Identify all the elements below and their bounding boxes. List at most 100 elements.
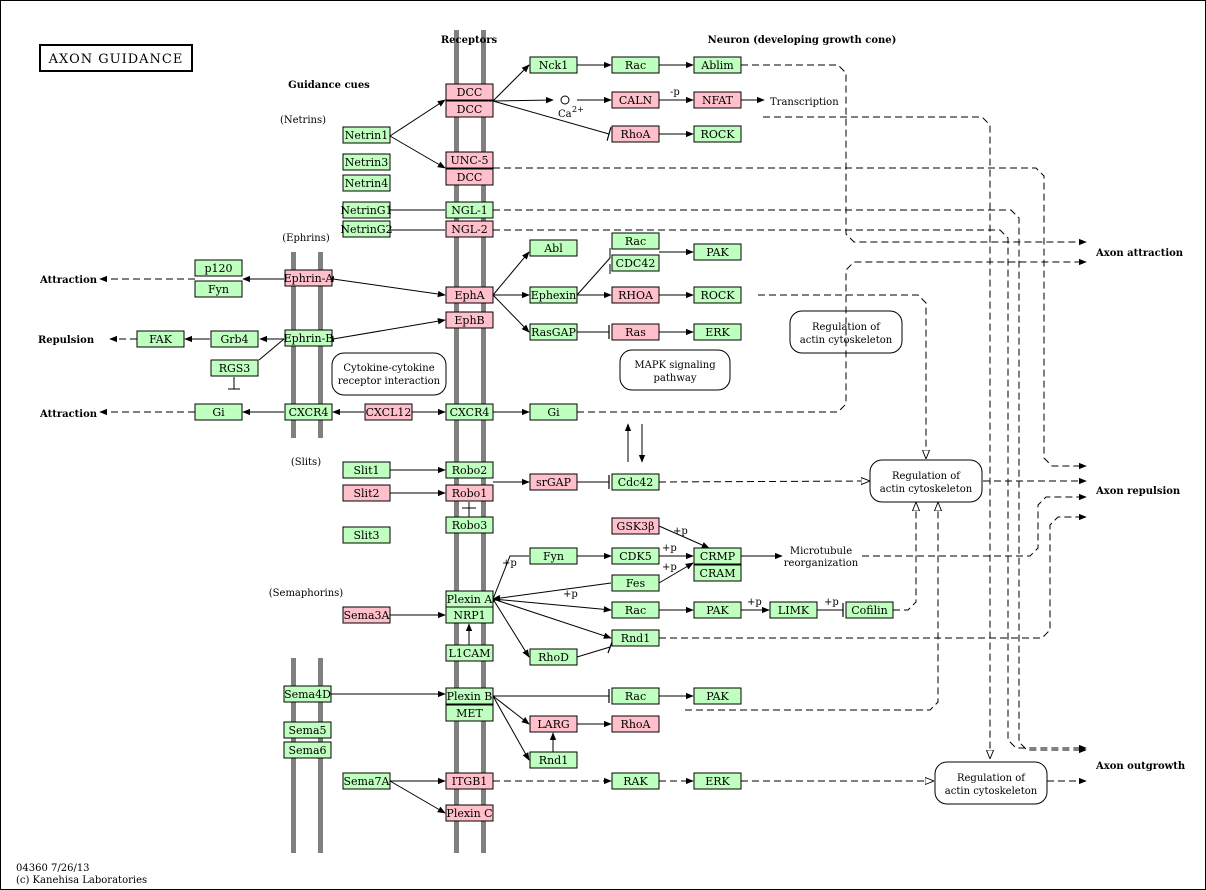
gene-sema3a[interactable]: Sema3A: [342, 606, 391, 624]
gene-box-ephexin[interactable]: [529, 286, 578, 304]
gene-epha[interactable]: EphA: [445, 286, 494, 304]
gene-cxcl12[interactable]: CXCL12: [364, 403, 413, 421]
gene-l1cam[interactable]: L1CAM: [445, 644, 494, 662]
gene-cxcr4a[interactable]: CXCR4: [284, 403, 333, 421]
gene-box-cxcr4a[interactable]: [284, 403, 333, 421]
gene-limk[interactable]: LIMK: [769, 601, 818, 619]
gene-cofilin[interactable]: Cofilin: [845, 601, 894, 619]
gene-box-sema4d[interactable]: [283, 685, 332, 703]
gene-erk2[interactable]: ERK: [693, 772, 742, 790]
gene-netrin3[interactable]: Netrin3: [342, 153, 391, 171]
gene-netring2[interactable]: NetrinG2: [340, 220, 393, 238]
gene-box-pak3[interactable]: [693, 687, 742, 705]
gene-netring1[interactable]: NetrinG1: [340, 201, 393, 219]
gene-box-rnd1a[interactable]: [611, 629, 660, 647]
gene-box-rock1[interactable]: [693, 125, 742, 143]
gene-dcc3[interactable]: DCC: [445, 168, 494, 186]
gene-box-rnd1b[interactable]: [529, 751, 578, 769]
gene-box-itgb1[interactable]: [445, 772, 494, 790]
gene-box-epha[interactable]: [445, 286, 494, 304]
gene-box-gsk3b[interactable]: [611, 517, 660, 535]
gene-box-sema6[interactable]: [283, 741, 332, 759]
gene-ngl2[interactable]: NGL-2: [445, 220, 494, 238]
gene-rhoa2[interactable]: RHOA: [611, 286, 660, 304]
gene-itgb1[interactable]: ITGB1: [445, 772, 494, 790]
gene-box-gi2[interactable]: [529, 403, 578, 421]
gene-nrp1[interactable]: NRP1: [445, 606, 494, 624]
gene-box-plexinb[interactable]: [445, 687, 494, 705]
gene-cdc42b[interactable]: Cdc42: [611, 473, 660, 491]
gene-erk1[interactable]: ERK: [693, 323, 742, 341]
gene-ephexin[interactable]: Ephexin: [529, 286, 578, 304]
gene-ablim[interactable]: Ablim: [693, 56, 742, 74]
gene-ephrinb[interactable]: Ephrin-B: [284, 329, 334, 347]
gene-box-rac2[interactable]: [611, 232, 660, 250]
gene-cdk5[interactable]: CDK5: [611, 547, 660, 565]
gene-rock1[interactable]: ROCK: [693, 125, 742, 143]
gene-box-met[interactable]: [445, 704, 494, 722]
gene-box-netrin3[interactable]: [342, 153, 391, 171]
gene-box-unc5[interactable]: [445, 151, 494, 169]
gene-fyn2[interactable]: Fyn: [529, 547, 578, 565]
gene-box-fak[interactable]: [136, 330, 185, 348]
gene-box-l1cam[interactable]: [445, 644, 494, 662]
gene-box-rasgap[interactable]: [529, 323, 578, 341]
gene-box-netrin1[interactable]: [342, 126, 391, 144]
gene-rhod[interactable]: RhoD: [529, 648, 578, 666]
gene-rasgap[interactable]: RasGAP: [529, 323, 578, 341]
gene-caln[interactable]: CALN: [611, 91, 660, 109]
cytokine-pathway-link[interactable]: Cytokine-cytokine receptor interaction: [331, 352, 447, 396]
gene-box-abl[interactable]: [529, 239, 578, 257]
gene-srgap[interactable]: srGAP: [529, 473, 578, 491]
gene-ephb[interactable]: EphB: [445, 311, 494, 329]
gene-box-rac3[interactable]: [611, 601, 660, 619]
regulation-actin-link-b[interactable]: Regulation of actin cytoskeleton: [869, 459, 983, 503]
gene-rhoa3[interactable]: RhoA: [611, 715, 660, 733]
gene-unc5[interactable]: UNC-5: [445, 151, 494, 169]
gene-met[interactable]: MET: [445, 704, 494, 722]
gene-box-ephrinb[interactable]: [284, 329, 333, 347]
gene-box-pak1[interactable]: [693, 243, 742, 261]
gene-box-cxcl12[interactable]: [364, 403, 413, 421]
gene-pak1[interactable]: PAK: [693, 243, 742, 261]
gene-box-robo2[interactable]: [445, 461, 494, 479]
gene-box-slit1[interactable]: [342, 461, 391, 479]
gene-box-plexinc[interactable]: [445, 804, 494, 822]
gene-box-rgs3[interactable]: [210, 359, 259, 377]
gene-box-crmp[interactable]: [693, 547, 742, 565]
gene-box-sema5[interactable]: [283, 721, 332, 739]
gene-slit1[interactable]: Slit1: [342, 461, 391, 479]
gene-box-dcc2[interactable]: [445, 100, 494, 118]
gene-ngl1[interactable]: NGL-1: [445, 201, 494, 219]
gene-plexinc[interactable]: Plexin C: [445, 804, 494, 822]
gene-box-ephb[interactable]: [445, 311, 494, 329]
gene-slit2[interactable]: Slit2: [342, 484, 391, 502]
gene-box-ngl1[interactable]: [445, 201, 494, 219]
gene-box-erk2[interactable]: [693, 772, 742, 790]
gene-nfat[interactable]: NFAT: [693, 91, 742, 109]
gene-ephrina[interactable]: Ephrin-A: [284, 269, 335, 287]
gene-box-rhod[interactable]: [529, 648, 578, 666]
gene-ras[interactable]: Ras: [611, 323, 660, 341]
gene-pak3[interactable]: PAK: [693, 687, 742, 705]
gene-crmp[interactable]: CRMP: [693, 547, 742, 565]
gene-box-nrp1[interactable]: [445, 606, 494, 624]
gene-cdc42a[interactable]: CDC42: [611, 254, 660, 272]
gene-fes[interactable]: Fes: [611, 574, 660, 592]
gene-box-slit3[interactable]: [342, 526, 391, 544]
gene-box-rhoa3[interactable]: [611, 715, 660, 733]
gene-box-gi1[interactable]: [194, 403, 243, 421]
gene-larg[interactable]: LARG: [529, 715, 578, 733]
gene-box-nck1[interactable]: [529, 56, 578, 74]
gene-pak2[interactable]: PAK: [693, 601, 742, 619]
gene-plexina[interactable]: Plexin A: [445, 590, 494, 608]
gene-box-erk1[interactable]: [693, 323, 742, 341]
gene-box-netrin4[interactable]: [342, 174, 391, 192]
gene-robo3[interactable]: Robo3: [445, 516, 494, 534]
gene-box-netring2[interactable]: [342, 220, 391, 238]
gene-dcc1[interactable]: DCC: [445, 83, 494, 101]
gene-box-robo1[interactable]: [445, 484, 494, 502]
gene-cxcr4b[interactable]: CXCR4: [445, 403, 494, 421]
gene-box-sema7a[interactable]: [342, 772, 391, 790]
mapk-pathway-link[interactable]: MAPK signaling pathway: [619, 349, 731, 391]
